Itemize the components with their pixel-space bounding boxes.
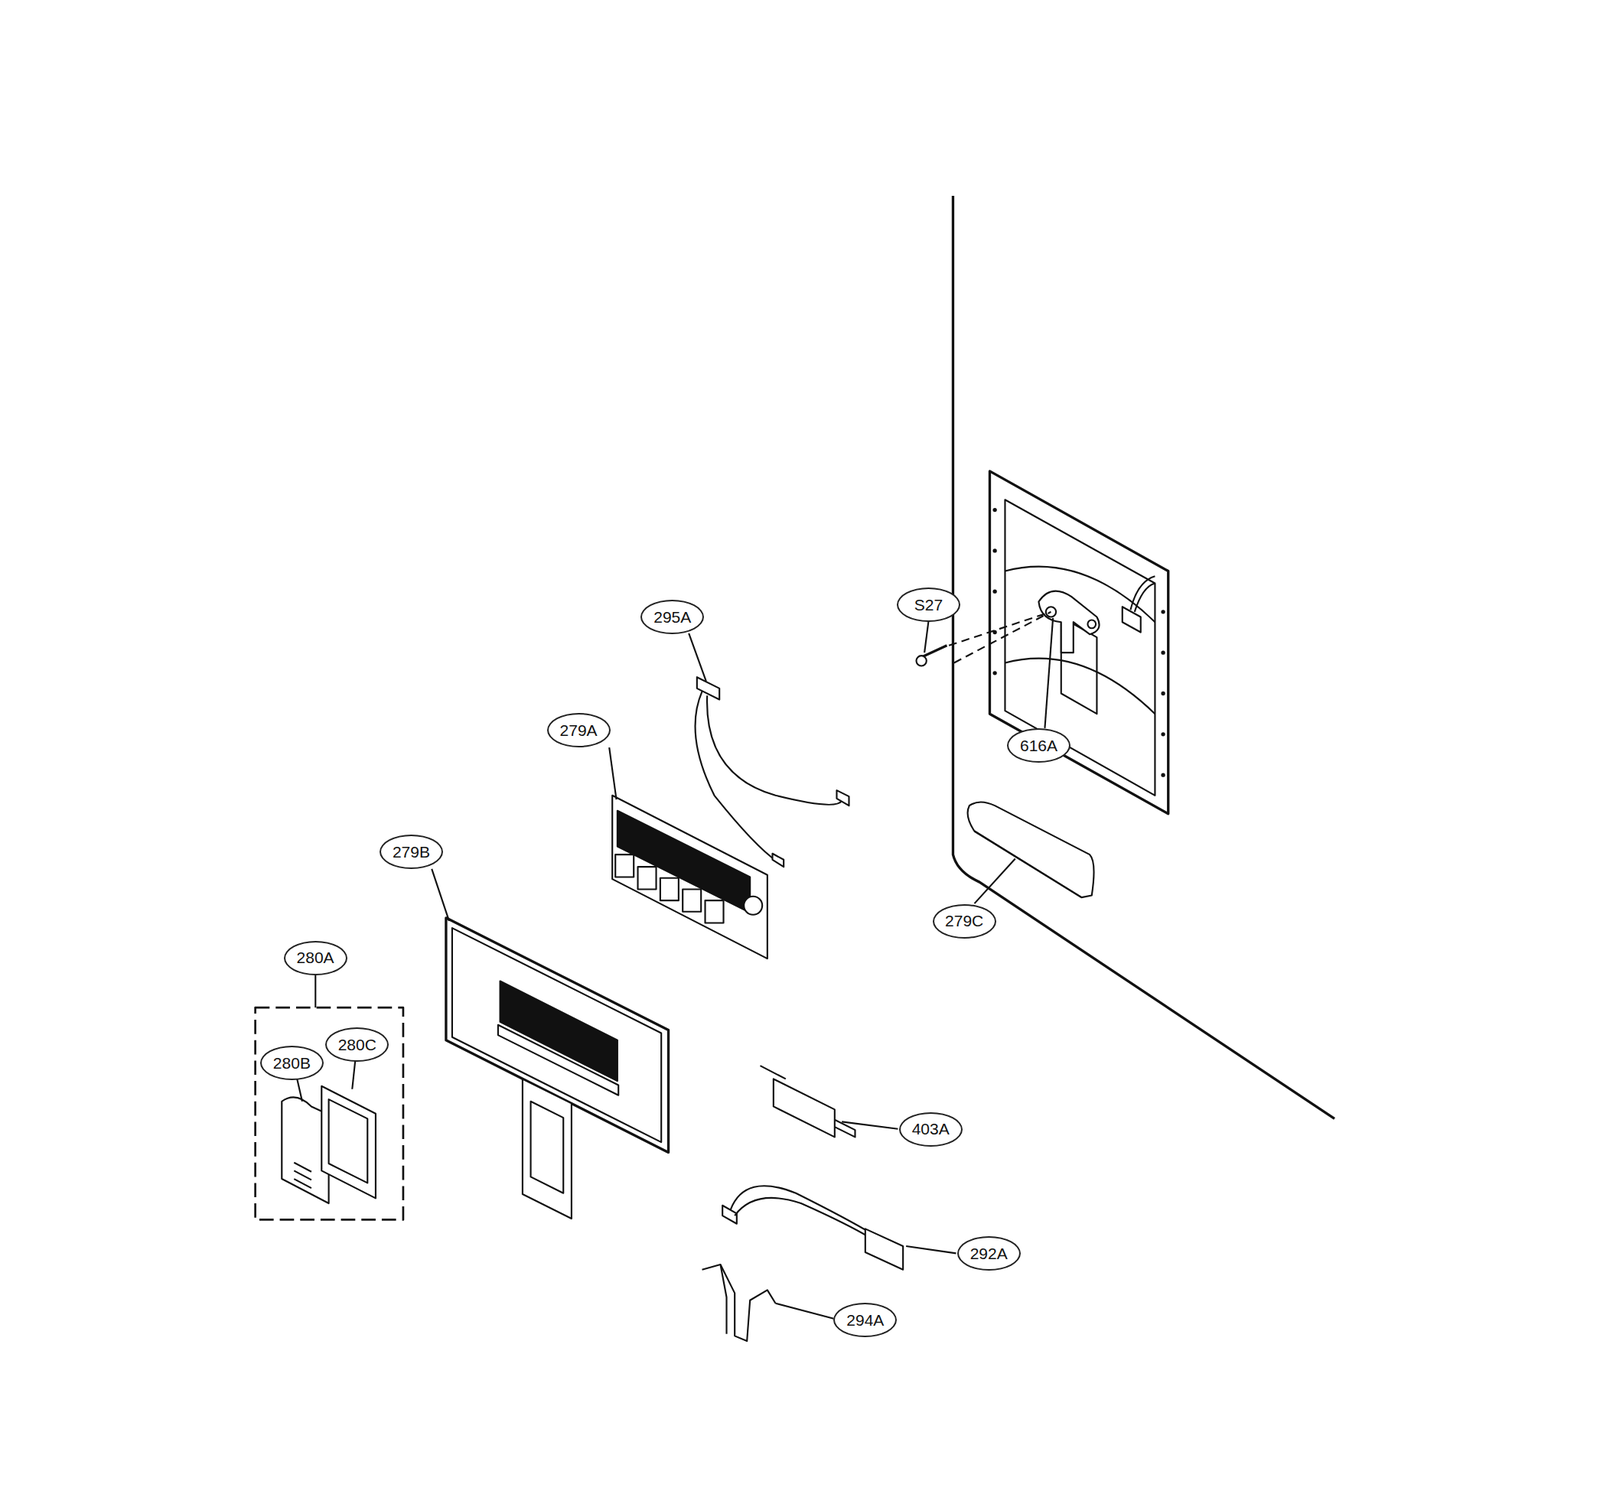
callout-oval: 279A <box>547 713 611 748</box>
callout-oval: S27 <box>896 587 961 623</box>
callout-number: 292A <box>970 1244 1008 1264</box>
callout-number: 280B <box>273 1054 311 1073</box>
callout-number: 279A <box>560 721 598 740</box>
callout-number: S27 <box>914 596 943 615</box>
callout-oval: 280C <box>325 1027 389 1063</box>
callout-number: 279B <box>392 843 431 862</box>
callout-oval: 279C <box>932 904 997 939</box>
callout-oval: 403A <box>899 1112 963 1148</box>
callout-oval: 294A <box>833 1303 897 1338</box>
callout-number: 616A <box>1019 736 1058 756</box>
callout-number: 403A <box>912 1120 950 1139</box>
callout-number: 295A <box>653 608 691 627</box>
callout-number: 280A <box>296 948 335 968</box>
callout-oval: 616A <box>1006 728 1071 763</box>
callout-oval: 280A <box>283 941 348 976</box>
callout-oval: 295A <box>640 599 704 635</box>
callout-oval: 279B <box>379 834 444 870</box>
callout-oval: 292A <box>957 1236 1021 1271</box>
callout-number: 279C <box>945 912 984 931</box>
callout-number: 280C <box>338 1036 377 1055</box>
callout-number: 294A <box>846 1311 884 1330</box>
callout-oval: 280B <box>260 1046 324 1081</box>
